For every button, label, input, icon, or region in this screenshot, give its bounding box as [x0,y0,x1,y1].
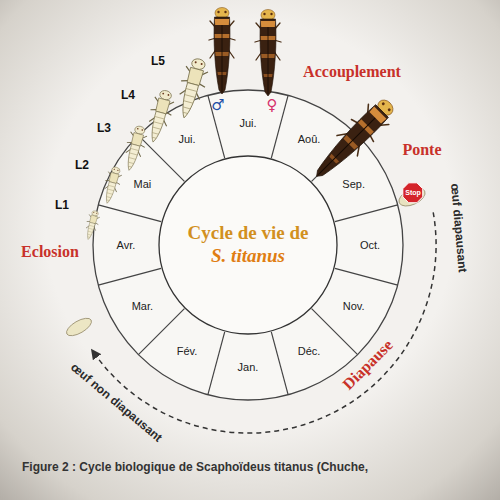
stop-sign: Stop [401,181,425,205]
center-title: S. titanus [211,245,285,268]
adult-female-figure [255,10,281,97]
nymph-figure [172,56,212,121]
month-label: Nov. [343,300,365,313]
event-label: Eclosion [21,243,79,261]
instar-label: L1 [55,199,69,213]
month-label: Jui. [239,117,256,130]
nymph-figure [100,165,124,205]
drawing-part [208,332,225,395]
month-label: Jui. [178,133,195,146]
drawing-part [335,205,398,222]
center-title: Cycle de vie de [188,222,309,245]
event-label: Ponte [402,141,441,159]
month-ring [93,90,403,400]
circle-outline [159,156,337,334]
drawing-part [271,332,288,395]
instar-label: L5 [151,55,165,69]
octagon-outline [403,183,423,203]
egg-label: œuf non diapausant [68,361,165,445]
drawing-part [98,268,161,285]
month-label: Jan. [238,361,259,374]
month-label: Oct. [360,239,380,252]
month-label: Mar. [132,300,153,313]
egg-symbol [64,315,94,339]
month-label: Sep. [342,178,365,191]
sex-symbol: ♂ [211,97,224,114]
event-label: Diapause [339,336,397,394]
drawing-part [98,205,161,222]
center-circle: Cycle de vie deS. titanus [158,155,338,335]
drawing-part [335,268,398,285]
stop-text: Stop [405,189,421,197]
instar-label: L4 [121,89,135,103]
drawing-part [138,135,184,181]
nymph-figure [82,209,101,241]
nymph-figure [143,88,178,145]
egg-label: œuf diapausant [447,183,469,273]
month-label: Fév. [177,344,198,357]
instar-label: L3 [97,122,111,136]
month-label: Déc. [298,344,321,357]
month-label: Aoû. [298,133,321,146]
month-label: Mai [133,178,151,191]
figure-caption: Figure 2 : Cycle biologique de Scaphoïde… [22,460,368,474]
nymph-figure [120,124,150,173]
month-label: Avr. [117,239,136,252]
sex-symbol: ♀ [267,97,278,114]
adult-male-figure [209,8,235,95]
event-label: Accouplement [303,63,401,81]
drawing-part [208,95,225,158]
instar-label: L2 [75,159,89,173]
